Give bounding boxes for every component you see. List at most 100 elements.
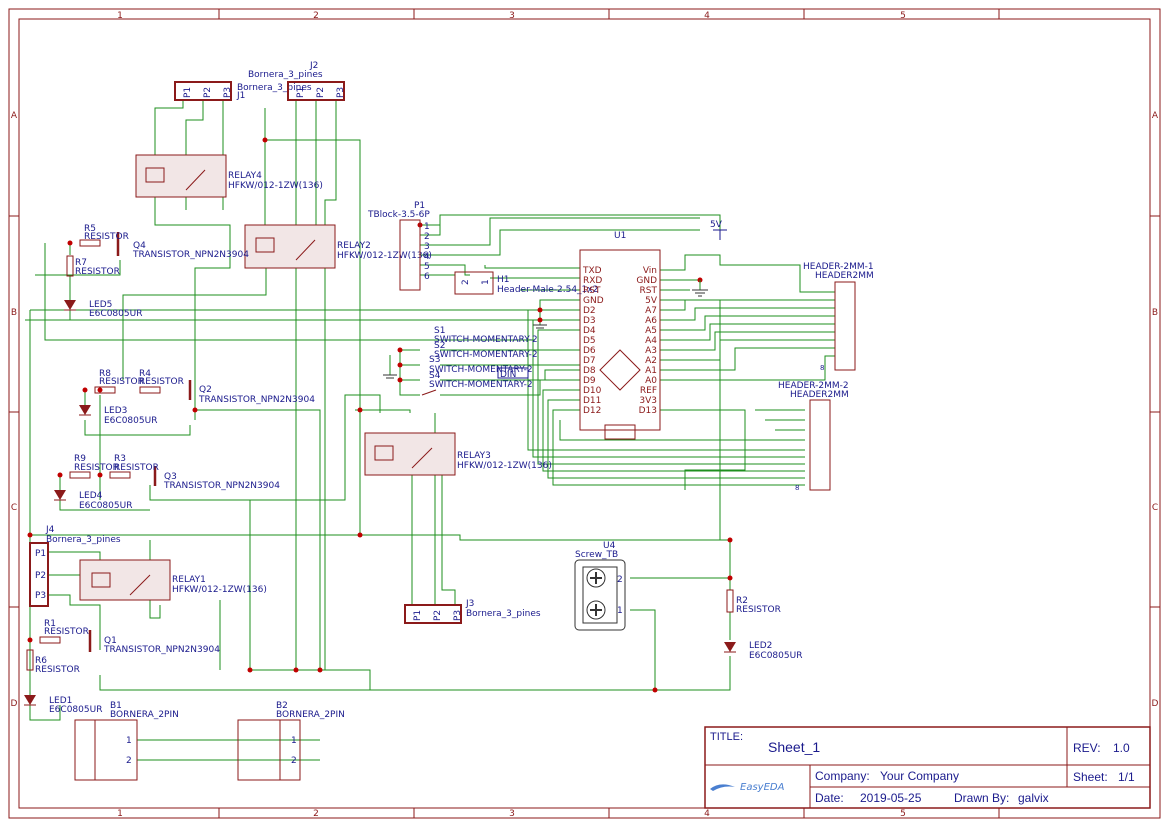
j4-value: Bornera_3_pines — [46, 535, 121, 545]
relay2-value: HFKW/012-1ZW(136) — [337, 251, 432, 261]
row-label-left-d: D — [11, 699, 18, 709]
u4-name: U4 — [603, 541, 616, 551]
led2-name: LED2 — [749, 641, 772, 651]
header-2mm-2: HEADER-2MM-2 HEADER2MM 8 — [778, 381, 849, 492]
u1-pin-a6: A6 — [645, 316, 657, 326]
j3-name: J3 — [465, 599, 474, 609]
b1-value: BORNERA_2PIN — [110, 710, 179, 720]
relay2-name: RELAY2 — [337, 241, 371, 251]
din-label: DIN — [500, 370, 516, 380]
j1-value: Bornera_3_pines — [237, 83, 312, 93]
u1-pin-rst-right: RST — [640, 286, 658, 296]
u1-pin-d6: D6 — [583, 346, 596, 356]
led3-name: LED3 — [104, 406, 127, 416]
relay1-value: HFKW/012-1ZW(136) — [172, 585, 267, 595]
u1-pin-vin: Vin — [643, 266, 657, 276]
drawn-by-value: galvix — [1018, 791, 1049, 805]
u1-pin-gnd-left: GND — [583, 296, 604, 306]
hdr2-value: HEADER2MM — [790, 390, 849, 400]
u1-pin-d2: D2 — [583, 306, 596, 316]
s4-name: S4 — [429, 371, 441, 381]
j4-pin-1: P1 — [35, 549, 46, 559]
row-label-right-d: D — [1152, 699, 1159, 709]
j3-pin-3: P3 — [453, 610, 463, 621]
row-label-left-c: C — [11, 503, 17, 513]
led4-value: E6C0805UR — [79, 501, 132, 511]
screw-tb-u4: 2 1 U4 Screw_TB — [574, 541, 626, 631]
sheet-label: Sheet: — [1073, 770, 1108, 784]
hdr1-pin-last: 8 — [820, 364, 824, 372]
p1-pin-1: 1 — [424, 222, 430, 232]
j2-name: J2 — [309, 61, 318, 71]
u1-pin-d11: D11 — [583, 396, 601, 406]
col-label-top-3: 3 — [509, 11, 515, 21]
u4-value: Screw_TB — [575, 550, 618, 560]
terminal-b2: 1 2 B2 BORNERA_2PIN — [237, 701, 345, 781]
company-value: Your Company — [880, 769, 959, 783]
u1-pin-d5: D5 — [583, 336, 596, 346]
r1-name: R1 — [44, 619, 56, 629]
row-label-right-b: B — [1152, 308, 1158, 318]
r5-value: RESISTOR — [84, 232, 129, 242]
junctions — [27, 137, 733, 693]
j2-pin-3: P3 — [336, 87, 346, 98]
u1-pin-a5: A5 — [645, 326, 657, 336]
header-2mm-1: HEADER-2MM-1 HEADER2MM 8 — [803, 262, 874, 372]
col-label-top-4: 4 — [704, 11, 710, 21]
connector-j1: P1 P2 P3 J1 Bornera_3_pines — [174, 81, 312, 101]
relay1: RELAY1 HFKW/012-1ZW(136) — [79, 559, 267, 601]
u1-pin-d9: D9 — [583, 376, 596, 386]
q4-name: Q4 — [133, 241, 146, 251]
s2-value: SWITCH-MOMENTARY-2 — [434, 350, 538, 360]
u1-pin-d8: D8 — [583, 366, 596, 376]
j4-pin-2: P2 — [35, 571, 46, 581]
led5-name: LED5 — [89, 300, 112, 310]
title-block: TITLE: Sheet_1 REV: 1.0 Company: Your Co… — [704, 726, 1151, 809]
connector-j4: P1 P2 P3 J4 Bornera_3_pines — [29, 525, 121, 607]
col-label-bottom-2: 2 — [313, 809, 319, 819]
u1-pin-d3: D3 — [583, 316, 596, 326]
p1-name: P1 — [414, 201, 425, 211]
drawing-frame: 1 2 3 4 5 1 2 3 4 5 A B C D A B C D — [8, 8, 1161, 819]
led5-value: E6C0805UR — [89, 309, 142, 319]
s4-value: SWITCH-MOMENTARY-2 — [429, 380, 533, 390]
u1-name: U1 — [614, 231, 626, 241]
q3-group: R9 RESISTOR R3 RESISTOR Q3 TRANSISTOR_NP… — [54, 454, 280, 511]
terminal-b1: 1 2 B1 BORNERA_2PIN — [74, 701, 179, 781]
relay4: RELAY4 HFKW/012-1ZW(136) — [135, 154, 323, 198]
u1-pin-d10: D10 — [583, 386, 602, 396]
r2-value: RESISTOR — [736, 605, 781, 615]
b2-value: BORNERA_2PIN — [276, 710, 345, 720]
u1-pin-rst-left: RST — [583, 286, 601, 296]
led4-name: LED4 — [79, 491, 103, 501]
p1-pin-3: 3 — [424, 242, 430, 252]
s1-name: S1 — [434, 326, 445, 336]
col-label-top-2: 2 — [313, 11, 319, 21]
led1-name: LED1 — [49, 696, 72, 706]
hdr2-name: HEADER-2MM-2 — [778, 381, 849, 391]
r4-value: RESISTOR — [139, 377, 184, 387]
u1-pin-d13: D13 — [639, 406, 657, 416]
hdr2-pin-last: 8 — [795, 484, 799, 492]
col-label-bottom-5: 5 — [900, 809, 906, 819]
row-label-left-a: A — [11, 111, 18, 121]
u1-pin-d4: D4 — [583, 326, 596, 336]
r9-value: RESISTOR — [74, 463, 119, 473]
j1-pin-1: P1 — [183, 87, 193, 98]
rev-label: REV: — [1073, 741, 1101, 755]
r2-name: R2 — [736, 596, 748, 606]
j1-name: J1 — [236, 91, 245, 101]
j3-value: Bornera_3_pines — [466, 609, 541, 619]
q4-value: TRANSISTOR_NPN2N3904 — [132, 250, 249, 260]
row-label-left-b: B — [11, 308, 17, 318]
p1-pin-2: 2 — [424, 232, 430, 242]
u1-pin-d7: D7 — [583, 356, 596, 366]
col-label-top-5: 5 — [900, 11, 906, 21]
sheet-title: Sheet_1 — [768, 739, 820, 755]
date-label: Date: — [815, 791, 844, 805]
r6-value: RESISTOR — [35, 665, 80, 675]
connector-j3: P1 P2 P3 J3 Bornera_3_pines — [404, 599, 541, 624]
sheet-value: 1/1 — [1118, 770, 1135, 784]
terminal-p1: 1 2 3 4 5 6 P1 TBlock-3.5-6P — [367, 201, 430, 291]
led1-value: E6C0805UR — [49, 705, 102, 715]
